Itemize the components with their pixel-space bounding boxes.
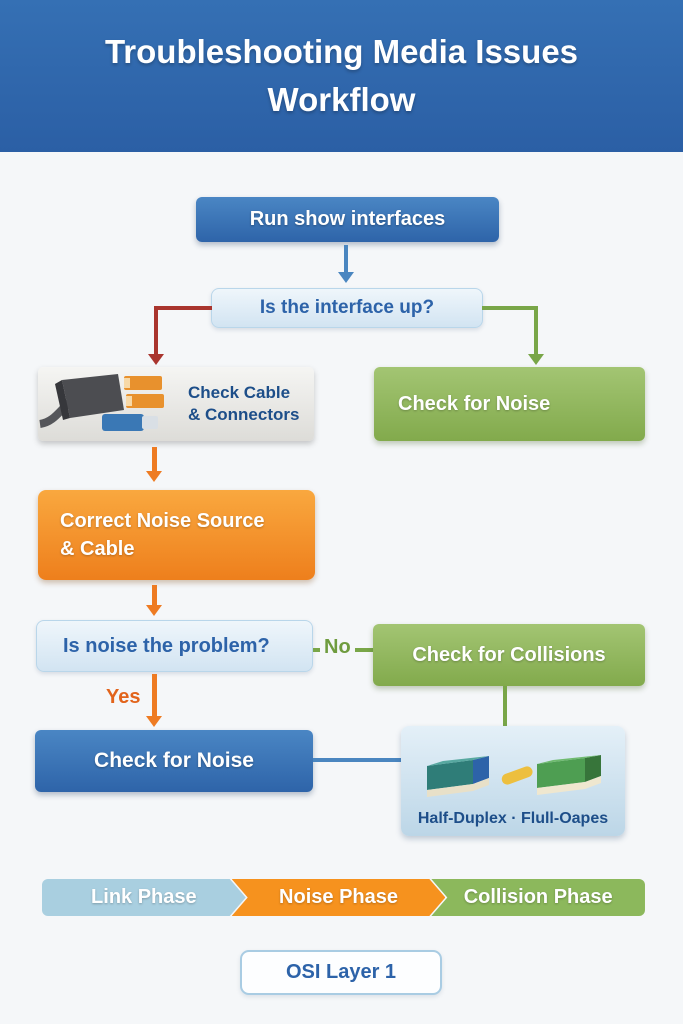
connector-interfaceup-left-v — [154, 306, 158, 356]
arrowhead-down-green-icon — [528, 354, 544, 365]
connector-yes-branch — [152, 674, 157, 718]
node-check-for-noise-blue: Check for Noise — [35, 730, 313, 792]
no-branch-label: No — [320, 636, 355, 659]
node-run-show-interfaces-label: Run show interfaces — [249, 208, 446, 230]
header-banner: Troubleshooting Media Issues Workflow — [0, 0, 683, 152]
duplex-books-icon — [413, 748, 613, 810]
connector-interfaceup-left-h — [154, 306, 212, 310]
legend-link-phase: Link Phase — [42, 879, 246, 916]
arrowhead-down-blue-icon — [338, 272, 354, 283]
connector-collisions-to-duplex — [503, 686, 507, 728]
node-check-cable-line2: & Connectors — [188, 405, 300, 424]
node-check-cable-label: Check Cable & Connectors — [188, 382, 299, 426]
arrowhead-down-red-icon — [148, 354, 164, 365]
connector-cable-to-correct — [152, 447, 157, 473]
node-correct-noise-line1: Correct Noise Source — [60, 510, 265, 532]
cable-connectors-icon — [38, 368, 188, 440]
legend-noise-phase: Noise Phase — [232, 879, 446, 916]
osi-layer-badge: OSI Layer 1 — [240, 950, 442, 995]
node-is-noise-problem: Is noise the problem? — [36, 620, 313, 672]
node-check-for-collisions: Check for Collisions — [373, 624, 645, 686]
legend-link-phase-label: Link Phase — [91, 886, 197, 908]
node-is-noise-problem-label: Is noise the problem? — [63, 634, 270, 657]
arrowhead-down-orange3-icon — [146, 716, 162, 727]
connector-interfaceup-right-v — [534, 306, 538, 356]
osi-layer-label: OSI Layer 1 — [285, 961, 397, 983]
node-correct-noise-line2: & Cable — [60, 538, 135, 560]
node-check-cable-line1: Check Cable — [188, 382, 291, 402]
page-title-line1: Troubleshooting Media Issues — [104, 33, 579, 71]
legend-collision-phase: Collision Phase — [431, 879, 645, 916]
arrowhead-down-orange1-icon — [146, 471, 162, 482]
node-correct-noise-source: Correct Noise Source & Cable — [38, 490, 315, 580]
connector-correct-to-noiseq — [152, 585, 157, 607]
page-title: Troubleshooting Media Issues Workflow — [105, 28, 578, 124]
node-check-for-noise-blue-label: Check for Noise — [94, 749, 254, 772]
node-check-for-noise-green: Check for Noise — [374, 367, 645, 441]
page-title-line2: Workflow — [267, 81, 416, 118]
arrowhead-down-orange2-icon — [146, 605, 162, 616]
node-run-show-interfaces: Run show interfaces — [196, 197, 499, 242]
node-check-for-collisions-label: Check for Collisions — [412, 643, 606, 666]
node-duplex-illustration: Half-Duplex · Flull-Oapes — [401, 726, 625, 836]
node-interface-up: Is the interface up? — [211, 288, 483, 328]
node-correct-noise-source-label: Correct Noise Source & Cable — [60, 507, 265, 563]
phase-legend: Link Phase Noise Phase Collision Phase — [42, 879, 645, 916]
duplex-caption: Half-Duplex · Flull-Oapes — [417, 810, 609, 827]
legend-collision-phase-label: Collision Phase — [463, 886, 613, 908]
node-check-for-noise-green-label: Check for Noise — [398, 392, 551, 415]
node-interface-up-label: Is the interface up? — [259, 297, 435, 318]
connector-noise-to-duplex — [313, 758, 403, 762]
connector-interfaceup-right-h — [482, 306, 538, 310]
legend-noise-phase-label: Noise Phase — [279, 886, 398, 908]
node-check-cable: Check Cable & Connectors — [38, 367, 314, 441]
connector-run-to-interfaceup — [344, 245, 348, 273]
yes-branch-label: Yes — [106, 686, 141, 708]
